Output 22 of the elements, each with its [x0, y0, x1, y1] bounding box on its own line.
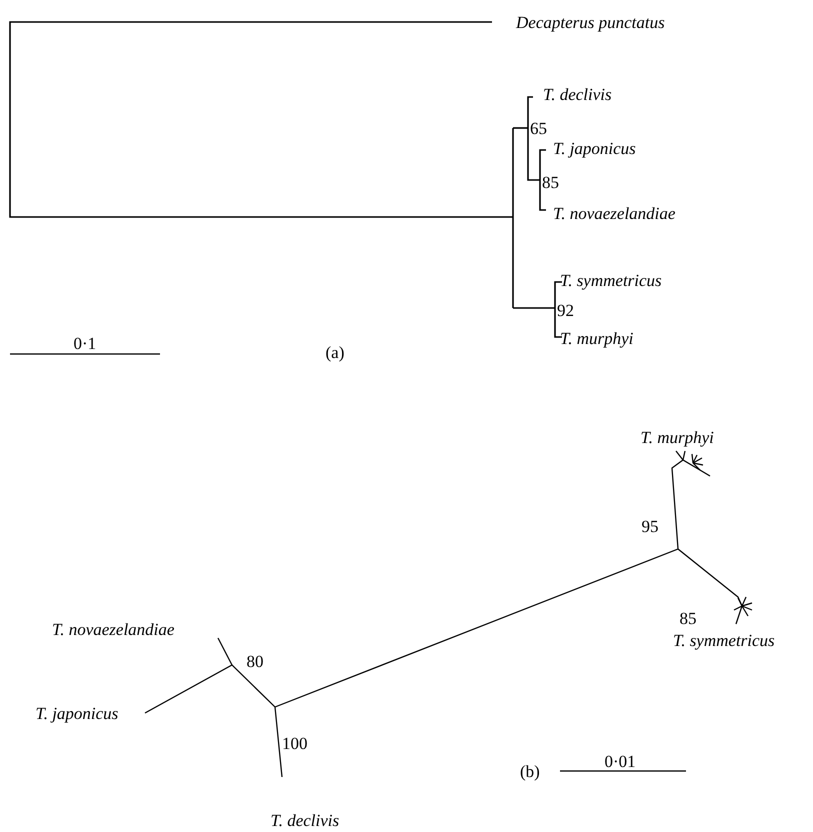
- taxon-label: T. murphyi: [640, 428, 714, 446]
- taxon-label: T. declivis: [270, 812, 340, 828]
- bootstrap-value: 95: [642, 518, 658, 534]
- taxon-label: T. novaezelandiae: [553, 204, 676, 222]
- taxon-label: T. novaezelandiae: [52, 620, 174, 638]
- panel-label: (b): [520, 762, 540, 780]
- bootstrap-value: 65: [530, 120, 547, 136]
- scale-label: 0·01: [604, 752, 636, 770]
- taxon-label: Decapterus punctatus: [516, 14, 665, 30]
- bootstrap-value: 92: [557, 302, 574, 318]
- taxon-label: T. japonicus: [553, 140, 636, 156]
- taxon-label: T. declivis: [543, 86, 612, 102]
- taxon-label: T. symmetricus: [673, 632, 775, 648]
- taxon-label: T. japonicus: [36, 704, 118, 722]
- bootstrap-value: 80: [246, 652, 264, 670]
- bootstrap-value: 85: [680, 610, 696, 626]
- taxon-label: T. symmetricus: [560, 272, 662, 288]
- scale-label: 0·1: [74, 334, 96, 352]
- taxon-label: T. murphyi: [560, 330, 634, 346]
- panel-label: (a): [326, 344, 344, 360]
- bootstrap-value: 85: [542, 174, 559, 190]
- bootstrap-value: 100: [282, 734, 308, 752]
